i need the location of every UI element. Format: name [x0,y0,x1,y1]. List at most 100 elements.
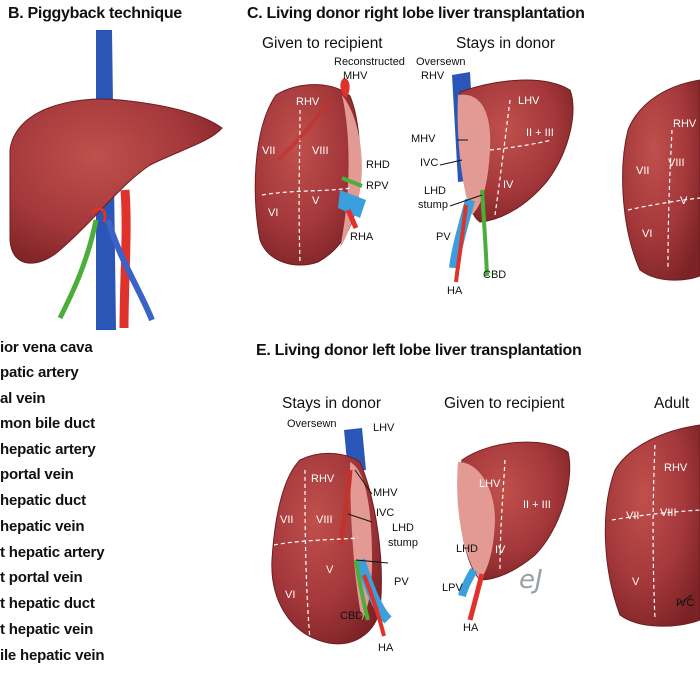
panel-e-donor-segment-line [273,537,359,546]
segment-lhv: LHV [518,95,540,107]
panel-c-reconstructed-mhv [340,78,350,98]
label-e-ha-recipient: HA [463,622,479,634]
legend-item: t hepatic artery [0,544,105,561]
label-oversewn-rhv: RHV [421,70,445,82]
legend-item: t hepatic vein [0,621,94,638]
segment-e-adult-rhv: RHV [664,462,688,474]
panel-b-piggyback [9,30,223,330]
legend-item: ior vena cava [0,339,93,356]
leader-line [676,594,693,606]
panel-e-donor-bile-duct [354,559,370,621]
panel-b-bile-duct [57,219,99,320]
label-e-pv: PV [394,576,409,588]
label-e-ivc: IVC [376,507,395,519]
segment-e-rhv: RHV [311,473,335,485]
panel-e-recipient-caption: Given to recipient [444,395,565,412]
panel-e-recipient-lobe [457,441,571,621]
legend-item: al vein [0,390,46,407]
panel-c-partial-segment-line [627,197,700,211]
panel-c-donor-segment-line [494,99,511,216]
label-lhd: LHD [424,185,447,197]
legend-item: t portal vein [0,569,83,586]
label-e-lpv: LPV [442,582,463,594]
panel-c-recipient-lobe [254,78,366,266]
label-e-lhd: LHD [392,522,415,534]
segment-ii-iii: II + III [526,127,554,139]
label-e-oversewn: Oversewn [287,418,337,430]
label-cbd: CBD [483,269,507,281]
label-e-ha: HA [378,642,394,654]
label-mhv: MHV [411,133,436,145]
segment-e-vii: VII [280,514,294,526]
panel-c-donor-segment-line [489,139,553,151]
label-e-lhv: LHV [373,422,395,434]
panel-e-donor-lobe [271,428,392,645]
panel-c-partial-liver [622,79,700,281]
label-lhd-stump: stump [418,199,448,211]
panel-e-adult-segment-line [611,509,700,521]
segment-e-iv: IV [495,544,506,556]
panel-c-title: C. Living donor right lobe liver transpl… [247,5,585,22]
segment-e-viii: VIII [316,514,333,526]
watermark-logo: eJ [519,565,543,595]
segment-e-v: V [326,564,334,576]
legend-item: portal vein [0,466,74,483]
label-rpv: RPV [366,180,389,192]
legend-item: mon bile duct [0,415,95,432]
segment-v: V [312,195,320,207]
legend-item: hepatic duct [0,492,86,509]
segment-e-lhv: LHV [479,478,501,490]
legend-item: t hepatic duct [0,595,95,612]
leader-line [449,194,483,207]
label-pv: PV [436,231,451,243]
label-e-lhd-stump: stump [388,537,418,549]
segment-partial-vii: VII [636,165,650,177]
panel-c-cut-surface [340,95,362,248]
label-e-lhd-recipient: LHD [456,543,479,555]
label-e-cbd: CBD [340,610,364,622]
segment-e-adult-vii: VII [626,510,640,522]
legend-item: ile hepatic vein [0,647,105,664]
leader-line [354,469,373,495]
panel-e-title: E. Living donor left lobe liver transpla… [256,342,582,359]
segment-iv: IV [503,179,514,191]
label-ha: HA [447,285,463,297]
panel-c-donor-portal-vein [449,198,475,269]
label-oversewn: Oversewn [416,56,466,68]
panel-b-liver [9,98,223,264]
panel-e-adult-segment-line [652,444,656,621]
segment-rhv: RHV [296,96,320,108]
panel-b-portal-vein [105,219,155,322]
panel-e-donor-caption: Stays in donor [282,395,382,412]
panel-e-recipient-lpv-vessel [458,567,478,598]
leader-line [439,159,463,166]
panel-c-donor-lobe [449,72,574,283]
segment-e-adult-viii: VIII [660,507,677,519]
legend-item: hepatic artery [0,441,96,458]
label-reconstructed: Reconstructed [334,56,405,68]
panel-c-donor-cut-surface [457,94,491,215]
segment-partial-rhv: RHV [673,118,697,130]
label-rhd: RHD [366,159,390,171]
panel-c-recipient-segment-line [298,109,301,263]
legend-item: hepatic vein [0,518,85,535]
segment-vii: VII [262,145,276,157]
segment-partial-vi: VI [642,228,653,240]
panel-c-donor-bile-duct [480,189,489,277]
panel-c-rha-vessel [345,208,359,230]
panel-b-title: B. Piggyback technique [8,5,182,22]
panel-e-donor-hepatic-vein [337,469,353,546]
segment-vi: VI [268,207,279,219]
panel-c-rpv-vessel [338,190,366,218]
panel-e-recipient-cut-surface [457,462,495,580]
leader-line [347,513,373,523]
panel-e-donor-hepatic-artery [362,574,386,637]
label-e-ivc-adult: IVC [676,597,695,609]
legend-item: patic artery [0,364,79,381]
panel-c-rhd-vessel [341,176,363,188]
segment-e-adult-v: V [632,576,640,588]
panel-e-donor-segment-line [304,469,311,641]
panel-b-hepatic-artery-branch [91,207,107,223]
label-reconstructed-mhv: MHV [343,70,368,82]
segment-partial-viii: VIII [668,157,685,169]
